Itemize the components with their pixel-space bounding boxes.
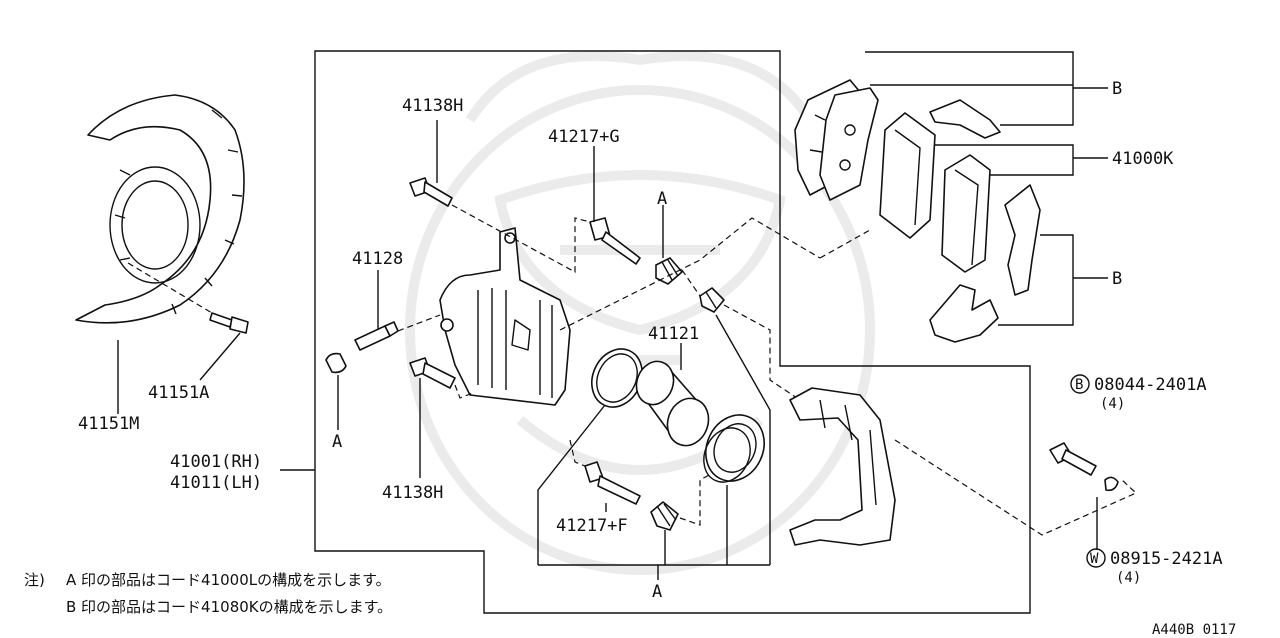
callout-marker-B-top: B: [1112, 79, 1122, 99]
figure-code: A440B 0117: [1152, 622, 1236, 638]
callout-41151M: 41151M: [78, 414, 139, 434]
callout-41011-lh: 41011(LH): [170, 473, 262, 493]
callout-marker-B-mid: B: [1112, 269, 1122, 289]
callout-08044-qty: (4): [1100, 396, 1125, 412]
callout-marker-A-bottom: A: [652, 582, 662, 602]
guide-pin-41217F: [584, 461, 641, 505]
brake-pad-outer: [879, 112, 936, 239]
boot-A-top: [655, 257, 683, 285]
callout-41121: 41121: [648, 324, 699, 344]
note-line-B: B 印の部品はコード41080Kの構成を示します。: [66, 598, 392, 616]
callout-41138H-bottom: 41138H: [382, 483, 443, 503]
piston-boot: [703, 414, 765, 483]
boot-A-bottom: [650, 501, 679, 531]
callout-41128: 41128: [352, 249, 403, 269]
bolt-41138H-bottom: [409, 357, 456, 389]
bolt-code-circle-letter: B: [1075, 377, 1083, 393]
bolt-08044: [1049, 442, 1097, 476]
bleeder-41128: [354, 321, 399, 351]
brake-pad-inner: [941, 154, 991, 273]
callout-08915: 08915-2421A: [1110, 549, 1223, 569]
piston-41121: [635, 360, 710, 447]
pad-clip-top: [929, 99, 1001, 139]
washer-code-circle-letter: W: [1090, 551, 1099, 567]
note-line-A: A 印の部品はコード41000Lの構成を示します。: [66, 571, 391, 589]
caliper-bracket: [789, 387, 896, 546]
callout-41000K: 41000K: [1112, 149, 1174, 169]
callout-08044: 08044-2401A: [1094, 375, 1207, 395]
callout-41151A: 41151A: [148, 383, 209, 403]
guide-pin-41217G: [589, 217, 641, 265]
callout-41001-rh: 41001(RH): [170, 452, 262, 472]
dust-shield-41151M: [75, 94, 245, 324]
shim-inner: [819, 87, 879, 201]
bleeder-cap: [325, 352, 347, 374]
callout-41217G: 41217+G: [548, 127, 620, 147]
callout-marker-A-left: A: [332, 432, 342, 452]
washer-code-circle-icon: [1086, 548, 1106, 568]
shim-right: [1004, 184, 1041, 296]
bolt-code-circle-icon: [1070, 374, 1090, 394]
bolt-41151A: [209, 312, 249, 334]
callout-41217F: 41217+F: [556, 516, 628, 536]
washer-08915: [1104, 476, 1119, 492]
callout-marker-A-top: A: [657, 189, 667, 209]
pad-clip-bottom: [929, 284, 999, 343]
bolt-41138H-top: [409, 177, 453, 207]
callout-41138H-top: 41138H: [402, 96, 463, 116]
note-prefix: 注): [24, 571, 45, 589]
caliper-body: [439, 227, 571, 406]
callout-08915-qty: (4): [1116, 570, 1141, 586]
boot-right: [699, 287, 725, 313]
assembly-frame: [314, 50, 1031, 614]
